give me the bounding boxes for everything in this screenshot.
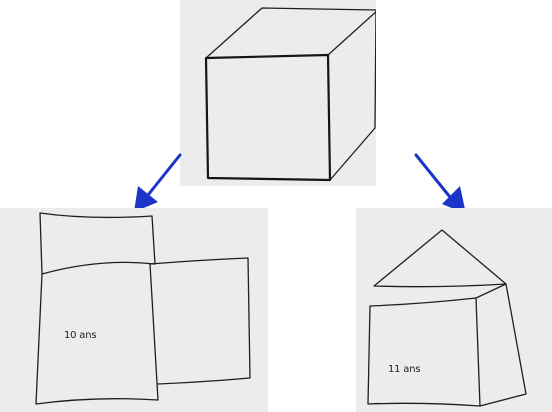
drawing-10-years <box>0 208 268 412</box>
panel-background <box>356 208 552 412</box>
panel-background <box>180 0 376 186</box>
cube-model-panel <box>180 0 376 186</box>
drawing-10-years-panel: 10 ans <box>0 208 268 412</box>
drawing-11-years-panel: 11 ans <box>356 208 552 412</box>
cube-drawing <box>180 0 376 186</box>
drawing-age-label-11: 11 ans <box>388 364 420 375</box>
drawing-age-label-10: 10 ans <box>64 330 96 341</box>
drawing-11-years <box>356 208 552 412</box>
